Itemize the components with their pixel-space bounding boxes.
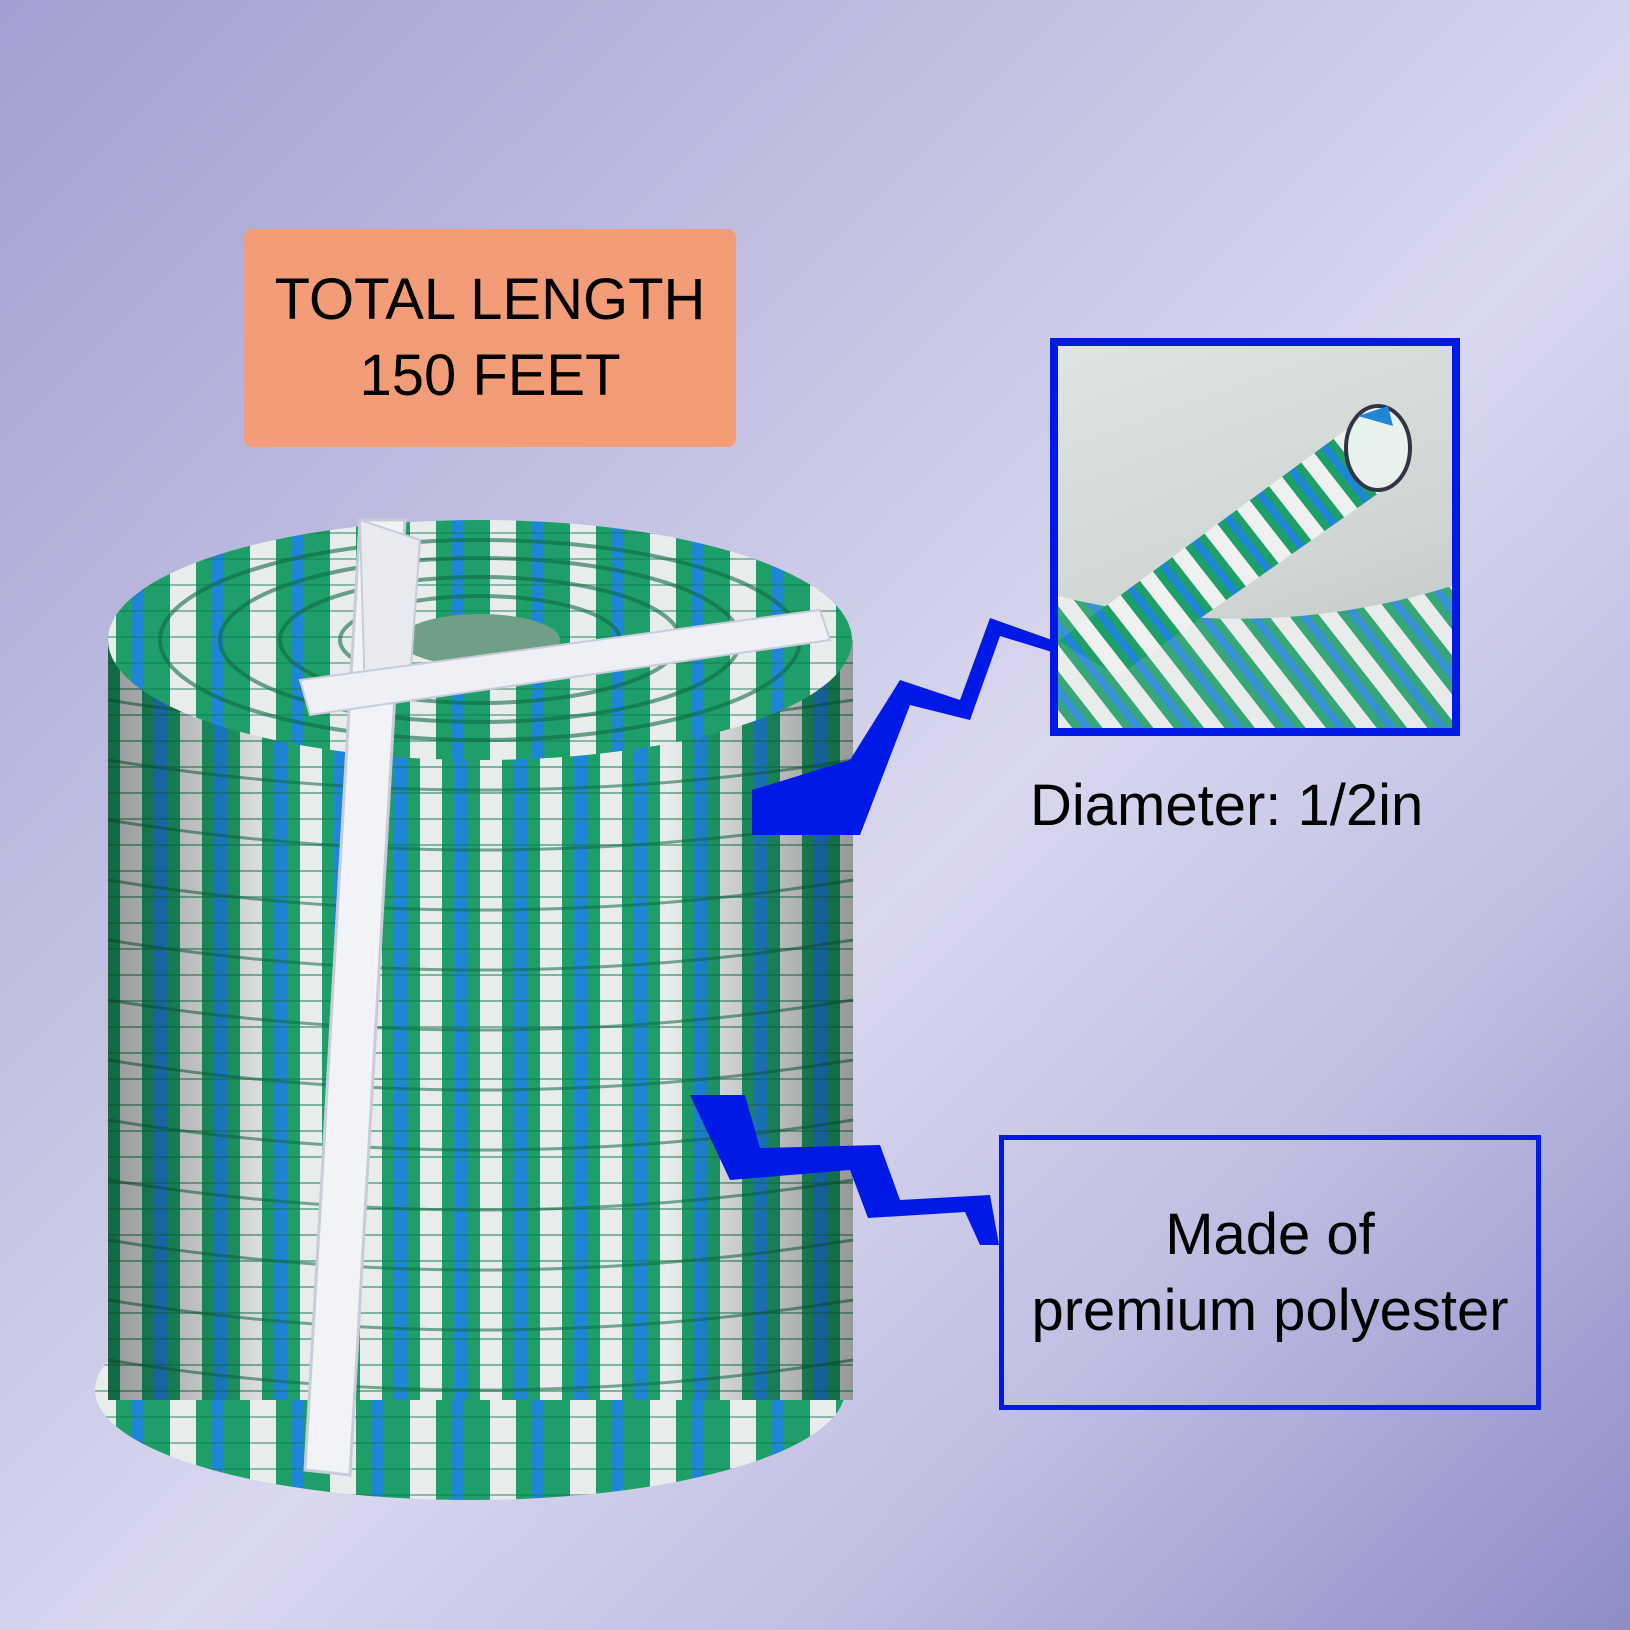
- material-callout-box: Made of premium polyester: [999, 1135, 1541, 1410]
- material-line2: premium polyester: [1031, 1277, 1509, 1343]
- material-callout-connector: [690, 1095, 999, 1245]
- rope-end-icon: [1058, 404, 1452, 728]
- total-length-line2: 150 FEET: [359, 343, 621, 408]
- total-length-badge: TOTAL LENGTH 150 FEET: [244, 229, 736, 447]
- diameter-callout-connector: [752, 618, 1052, 835]
- rope-coil: [95, 518, 854, 1500]
- total-length-line1: TOTAL LENGTH: [274, 267, 706, 332]
- diameter-label: Diameter: 1/2in: [1030, 773, 1424, 838]
- rope-end-closeup: [1050, 338, 1460, 736]
- material-line1: Made of: [1165, 1201, 1375, 1267]
